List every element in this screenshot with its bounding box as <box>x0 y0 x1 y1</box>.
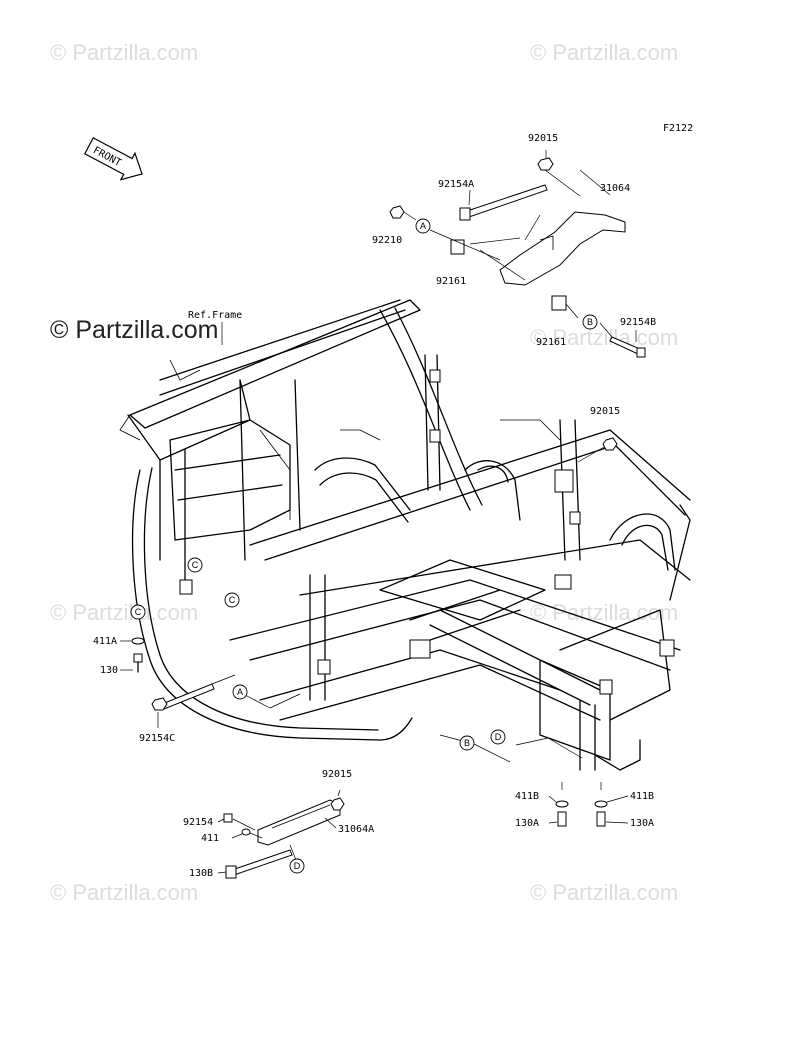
watermark-top-right: © Partzilla.com <box>530 40 678 65</box>
callout-d-frame <box>490 729 506 745</box>
lower-bracket-assembly <box>223 789 345 879</box>
part-label-92154A: 92154A <box>438 179 474 190</box>
callout-b-bottom <box>459 735 475 751</box>
leader-92015-mid <box>577 446 605 463</box>
callout-c-frame-a <box>187 557 203 573</box>
watermark-bottom-left: © Partzilla.com <box>50 880 198 905</box>
part-label-31064A: 31064A <box>338 824 374 835</box>
callout-b-top-label: B <box>587 317 593 327</box>
part-label-92154C: 92154C <box>139 733 175 744</box>
callout-c-frame-b-label: C <box>229 595 236 605</box>
callout-c-left <box>130 604 146 620</box>
main-frame-illustration <box>119 299 691 771</box>
callout-a-left-label: A <box>237 687 243 697</box>
part-label-92161-b: 92161 <box>536 337 566 348</box>
callout-b-bottom-label: B <box>464 738 470 748</box>
front-arrow-icon: FRONT <box>84 137 143 181</box>
part-label-92210: 92210 <box>372 235 402 246</box>
part-label-130A-left: 130A <box>515 818 539 829</box>
callout-b-top <box>582 314 598 330</box>
callout-d-frame-label: D <box>495 732 502 742</box>
part-label-411B-right: 411B <box>630 791 654 802</box>
part-label-31064: 31064 <box>600 183 630 194</box>
part-label-92154B: 92154B <box>620 317 656 328</box>
watermark-mid-left: © Partzilla.com <box>50 600 198 625</box>
part-label-411B-left: 411B <box>515 791 539 802</box>
part-label-411A: 411A <box>93 636 117 647</box>
part-label-92015-low: 92015 <box>322 769 352 780</box>
watermark-right-middle: © Partzilla.com <box>530 325 678 350</box>
callout-a-left <box>232 684 248 700</box>
watermark-bottom-right: © Partzilla.com <box>530 880 678 905</box>
watermark-mid-right: © Partzilla.com <box>530 600 678 625</box>
callout-a-top-label: A <box>420 221 426 231</box>
part-label-411: 411 <box>201 833 219 844</box>
part-label-130: 130 <box>100 665 118 676</box>
part-labels: 92015 92154A 31064 92210 92161 92154B 92… <box>93 133 656 879</box>
left-mount-hardware <box>131 637 301 711</box>
part-label-92161-a: 92161 <box>436 276 466 287</box>
watermarks: © Partzilla.com © Partzilla.com © Partzi… <box>50 40 678 905</box>
part-label-130B: 130B <box>189 868 213 879</box>
callout-a-top <box>415 218 431 234</box>
upper-mount-bracket-assembly <box>389 150 646 358</box>
callout-c-frame-a-label: C <box>192 560 199 570</box>
callout-c-frame-b <box>224 592 240 608</box>
figure-code: F2122 <box>663 123 693 134</box>
nut-92015-mid <box>602 437 618 451</box>
callout-c-left-label: C <box>135 607 142 617</box>
part-label-92154: 92154 <box>183 817 213 828</box>
callout-d-lower-label: D <box>294 861 301 871</box>
callout-d-lower <box>289 858 305 874</box>
watermark-center-left: © Partzilla.com <box>50 316 218 344</box>
watermark-top-left: © Partzilla.com <box>50 40 198 65</box>
ref-frame-label: Ref.Frame <box>188 310 242 321</box>
part-label-92015-top: 92015 <box>528 133 558 144</box>
label-leaders <box>120 330 637 874</box>
callout-circles: A B C C C A B D D <box>130 218 598 874</box>
part-label-130A-right: 130A <box>630 818 654 829</box>
part-label-92015-mid: 92015 <box>590 406 620 417</box>
rear-mount-hardware <box>439 734 608 827</box>
